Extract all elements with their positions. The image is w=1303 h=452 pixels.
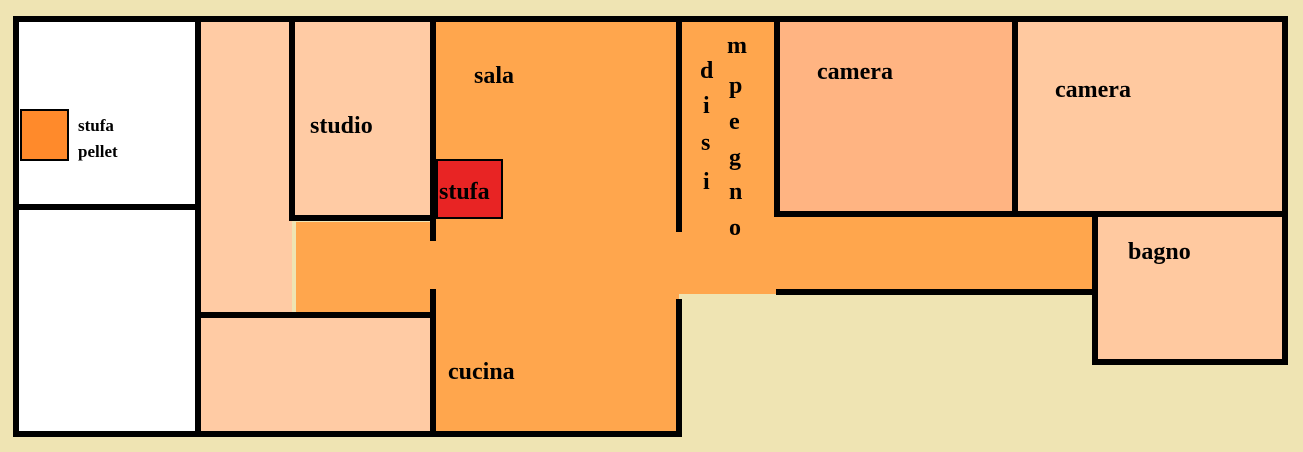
- stufa-pellet-label-2: pellet: [78, 142, 118, 161]
- stufa-pellet-label-1: stufa: [78, 116, 114, 135]
- hallway-right: [777, 214, 1095, 292]
- disimpegno-letter: d: [700, 58, 714, 84]
- annex-room: [16, 19, 198, 434]
- room-label-sala: sala: [474, 63, 514, 89]
- disimpegno-letter: p: [729, 73, 742, 99]
- stufa-pellet-box: [20, 109, 69, 161]
- disimpegno-letter: e: [729, 109, 740, 135]
- room-label-studio: studio: [310, 113, 373, 139]
- camera-room-1: [777, 19, 1015, 214]
- room-label-camera-2: camera: [1055, 77, 1131, 103]
- stufa-label: stufa: [439, 179, 490, 205]
- lower-left-room: [198, 315, 433, 434]
- room-label-cucina: cucina: [448, 359, 515, 385]
- disimpegno-letter: n: [729, 179, 742, 205]
- disimpegno-letter: s: [701, 130, 710, 156]
- disimpegno-letter: i: [703, 93, 710, 119]
- disimpegno-letter: i: [703, 169, 710, 195]
- hallway-left: [296, 222, 433, 312]
- corridor-area: [198, 19, 292, 315]
- room-label-bagno: bagno: [1128, 239, 1191, 265]
- sala-cucina-area: [433, 19, 679, 434]
- disimpegno-letter: m: [727, 33, 747, 59]
- walls: [13, 16, 1288, 437]
- disimpegno-label: d i s i m p e g n o: [700, 33, 747, 241]
- room-label-camera-1: camera: [817, 59, 893, 85]
- disimpegno-letter: o: [729, 215, 741, 241]
- stufa-box: [436, 159, 503, 219]
- camera-room-2: [1015, 19, 1285, 214]
- bagno-room: [1095, 214, 1285, 362]
- disimpegno-letter: g: [729, 145, 741, 171]
- studio-room: [292, 19, 433, 218]
- disimpegno-area: [679, 19, 777, 294]
